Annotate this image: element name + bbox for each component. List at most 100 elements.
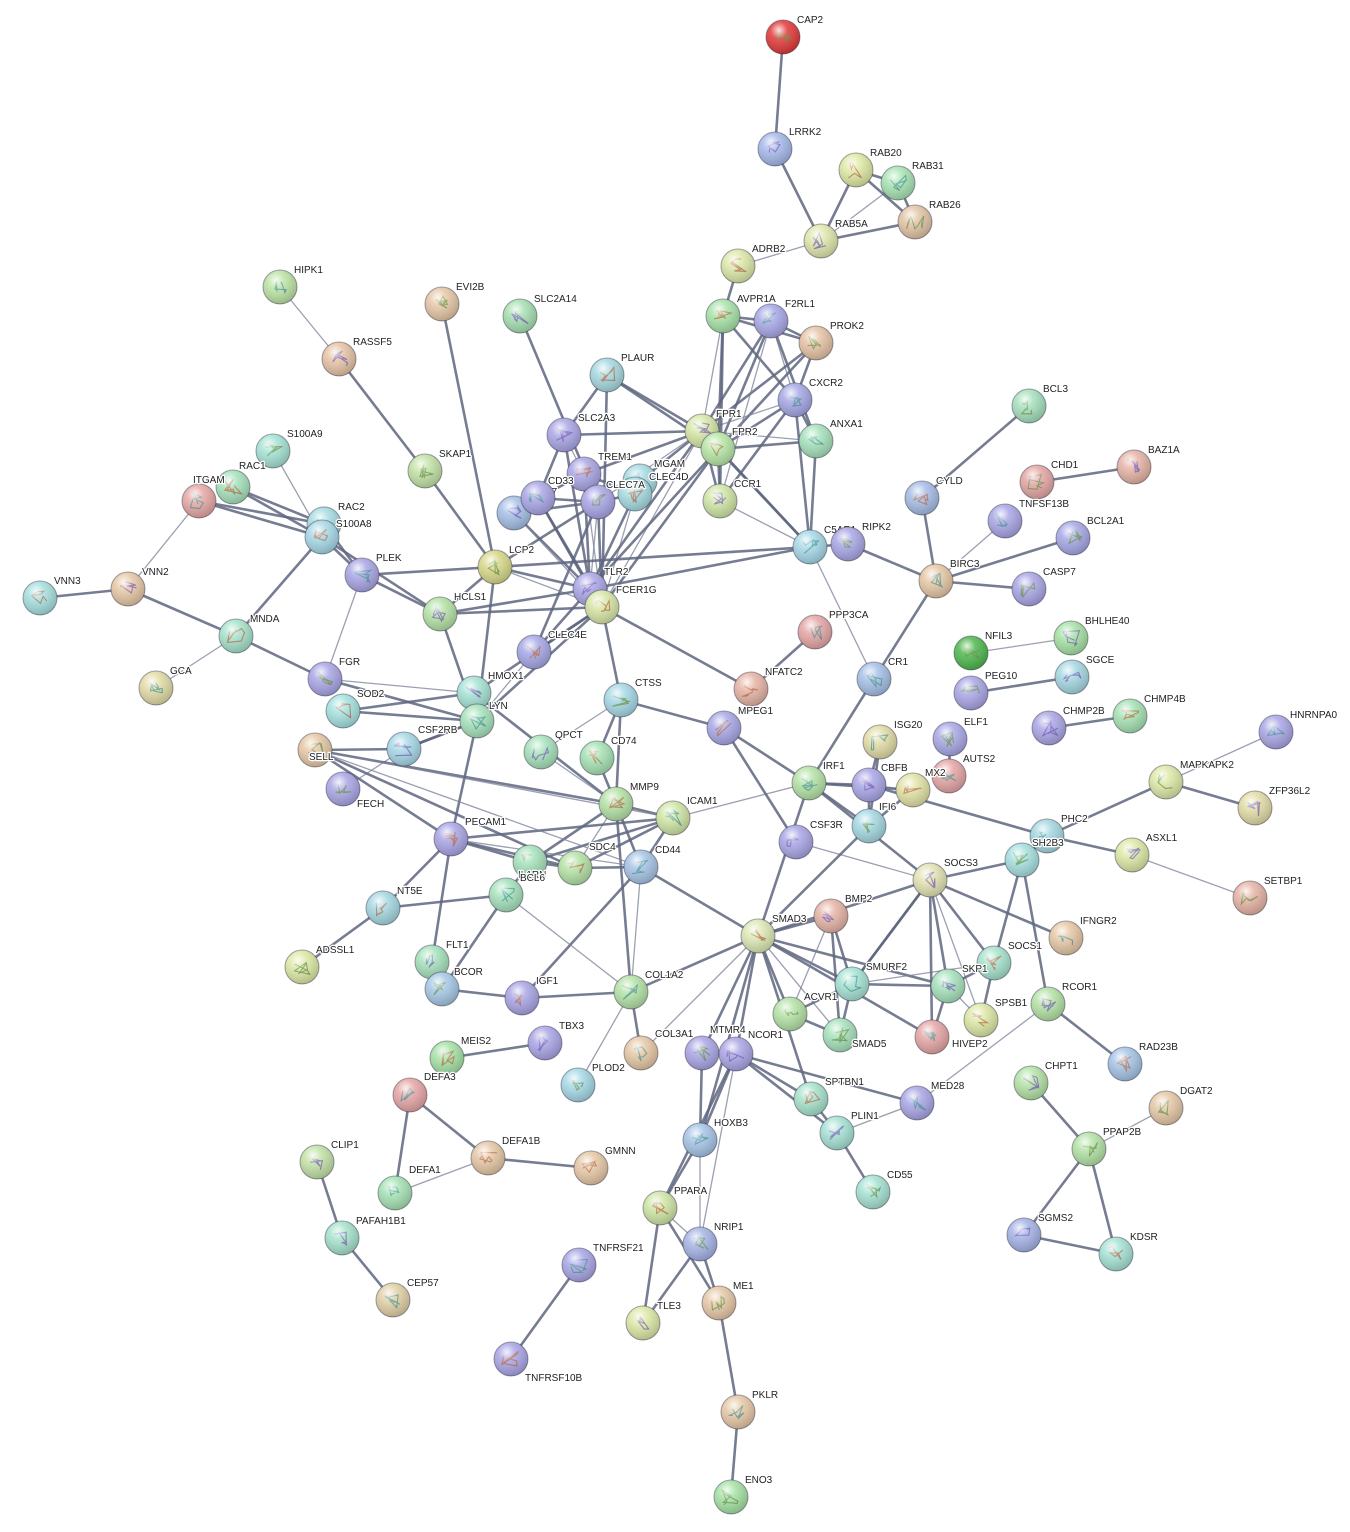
node-cxcr2[interactable]: CXCR2	[777, 377, 845, 418]
node-cap2[interactable]: CAP2	[765, 14, 825, 55]
node-pafah1b1[interactable]: PAFAH1B1	[324, 1215, 408, 1256]
node-mx2[interactable]: MX2	[895, 767, 947, 808]
node-bcl3[interactable]: BCL3	[1011, 383, 1070, 424]
node-bmp2[interactable]: BMP2	[813, 893, 874, 934]
node-s100a9[interactable]: S100A9	[255, 428, 324, 469]
node-plin1[interactable]: PLIN1	[819, 1110, 880, 1151]
node-hcls1[interactable]: HCLS1	[422, 591, 488, 632]
node-col3a1[interactable]: COL3A1	[623, 1028, 695, 1071]
node-nrip1[interactable]: NRIP1	[682, 1221, 745, 1262]
node-hipk1[interactable]: HIPK1	[262, 264, 325, 305]
node-il1rn[interactable]: IL1RN	[512, 844, 548, 882]
node-tbx3[interactable]: TBX3	[527, 1020, 586, 1061]
node-plaur[interactable]: PLAUR	[589, 352, 656, 393]
node-rac1[interactable]: RAC1	[215, 460, 267, 505]
node-mpeg1[interactable]: MPEG1	[706, 705, 775, 746]
node-nt5e[interactable]: NT5E	[365, 885, 424, 926]
node-anxa1[interactable]: ANXA1	[798, 418, 864, 459]
node-rcor1[interactable]: RCOR1	[1030, 981, 1099, 1022]
node-setbp1[interactable]: SETBP1	[1232, 875, 1304, 916]
node-slc2a3[interactable]: SLC2A3	[546, 412, 617, 453]
node-igf1[interactable]: IGF1	[504, 975, 560, 1016]
node-defa3[interactable]: DEFA3	[392, 1071, 457, 1113]
node-mapkapk2[interactable]: MAPKAPK2	[1148, 759, 1236, 800]
node-adssl1[interactable]: ADSSL1	[284, 944, 356, 985]
node-dgat2[interactable]: DGAT2	[1148, 1085, 1214, 1126]
node-chpt1[interactable]: CHPT1	[1013, 1060, 1079, 1101]
node-chmp2b[interactable]: CHMP2B	[1031, 705, 1106, 746]
node-fech[interactable]: FECH	[325, 771, 385, 811]
node-clec4e[interactable]: CLEC4E	[516, 629, 588, 670]
node-ppara[interactable]: PPARA	[642, 1185, 709, 1226]
node-tnfsf13b[interactable]: TNFSF13B	[987, 498, 1071, 539]
node-acvr1[interactable]: ACVR1	[772, 991, 839, 1032]
node-cep57[interactable]: CEP57	[375, 1277, 440, 1318]
node-smad5[interactable]: SMAD5	[822, 1017, 888, 1053]
node-spsb1[interactable]: SPSB1	[963, 997, 1029, 1038]
node-cyld[interactable]: CYLD	[904, 475, 964, 516]
node-evi2b[interactable]: EVI2B	[424, 281, 486, 322]
node-f2rl1[interactable]: F2RL1	[753, 298, 817, 339]
node-adrb2[interactable]: ADRB2	[720, 243, 787, 284]
node-bcl6[interactable]: BCL6	[488, 872, 547, 913]
node-pecam1[interactable]: PECAM1	[433, 816, 508, 857]
node-defa1b[interactable]: DEFA1B	[470, 1135, 542, 1176]
node-tnfrsf10b[interactable]: TNFRSF10B	[493, 1341, 584, 1385]
node-sod2[interactable]: SOD2	[325, 688, 386, 729]
node-sgms2[interactable]: SGMS2	[1006, 1212, 1075, 1253]
node-bhlhe40[interactable]: BHLHE40	[1053, 615, 1131, 656]
node-fcer1g[interactable]: FCER1G	[584, 584, 658, 625]
node-tnfrsf21[interactable]: TNFRSF21	[561, 1242, 645, 1283]
node-fgr[interactable]: FGR	[307, 656, 361, 697]
node-cd44[interactable]: CD44	[623, 844, 682, 885]
node-kdsr[interactable]: KDSR	[1098, 1231, 1159, 1272]
node-rad23b[interactable]: RAD23B	[1107, 1041, 1179, 1082]
node-lrrk2[interactable]: LRRK2	[757, 126, 823, 167]
node-clip1[interactable]: CLIP1	[299, 1139, 360, 1180]
node-flt1[interactable]: FLT1	[414, 939, 470, 980]
node-hmox1[interactable]: HMOX1	[456, 670, 525, 711]
node-cd33[interactable]: CD33	[520, 475, 575, 516]
node-cr1[interactable]: CR1	[856, 656, 910, 697]
node-plek[interactable]: PLEK	[344, 552, 403, 593]
node-fpr2[interactable]: FPR2	[700, 426, 759, 467]
node-qpct[interactable]: QPCT	[523, 729, 584, 770]
node-tle3[interactable]: TLE3	[625, 1300, 683, 1341]
node-me1[interactable]: ME1	[701, 1280, 755, 1321]
node-meis2[interactable]: MEIS2	[429, 1035, 493, 1076]
node-avpr1a[interactable]: AVPR1A	[705, 293, 777, 334]
node-ppap2b[interactable]: PPAP2B	[1071, 1126, 1143, 1167]
node-ncor1[interactable]: NCOR1	[718, 1029, 785, 1072]
node-s100a8[interactable]: S100A8	[304, 518, 373, 555]
node-ppp3ca[interactable]: PPP3CA	[797, 609, 870, 650]
node-vnn2[interactable]: VNN2	[110, 566, 170, 607]
node-skap1[interactable]: SKAP1	[407, 448, 473, 489]
node-mtmr4[interactable]: MTMR4	[684, 1024, 747, 1071]
node-sh2b3[interactable]: SH2B3	[1004, 837, 1065, 878]
node-birc3[interactable]: BIRC3	[918, 558, 981, 599]
node-ripk2[interactable]: RIPK2	[830, 521, 893, 562]
node-rab31[interactable]: RAB31	[880, 160, 945, 201]
node-socs1[interactable]: SOCS1	[976, 940, 1044, 981]
node-cbfb[interactable]: CBFB	[851, 762, 909, 803]
node-sdc4[interactable]: SDC4	[557, 841, 617, 886]
node-chd1[interactable]: CHD1	[1019, 459, 1080, 500]
node-baz1a[interactable]: BAZ1A	[1116, 444, 1181, 485]
node-zfp36l2[interactable]: ZFP36L2	[1237, 785, 1312, 826]
node-defa1[interactable]: DEFA1	[377, 1164, 442, 1211]
node-bcl2a1[interactable]: BCL2A1	[1055, 515, 1126, 556]
node-sgce[interactable]: SGCE	[1054, 654, 1116, 695]
node-casp7[interactable]: CASP7	[1011, 566, 1077, 607]
node-mmp9[interactable]: MMP9	[598, 781, 661, 822]
node-sptbn1[interactable]: SPTBN1	[793, 1076, 866, 1117]
node-cd74[interactable]: CD74	[579, 735, 638, 776]
node-nfil3[interactable]: NFIL3	[953, 630, 1014, 671]
node-chmp4b[interactable]: CHMP4B	[1112, 693, 1187, 734]
node-eno3[interactable]: ENO3	[713, 1474, 774, 1515]
node-trem1[interactable]: TREM1	[566, 451, 634, 492]
node-rab5a[interactable]: RAB5A	[803, 218, 869, 259]
node-clec4d[interactable]: CLEC4D	[617, 471, 690, 512]
node-smad3[interactable]: SMAD3	[740, 913, 808, 954]
node-rab20[interactable]: RAB20	[838, 147, 903, 188]
node-sell[interactable]: SELL	[297, 732, 335, 768]
